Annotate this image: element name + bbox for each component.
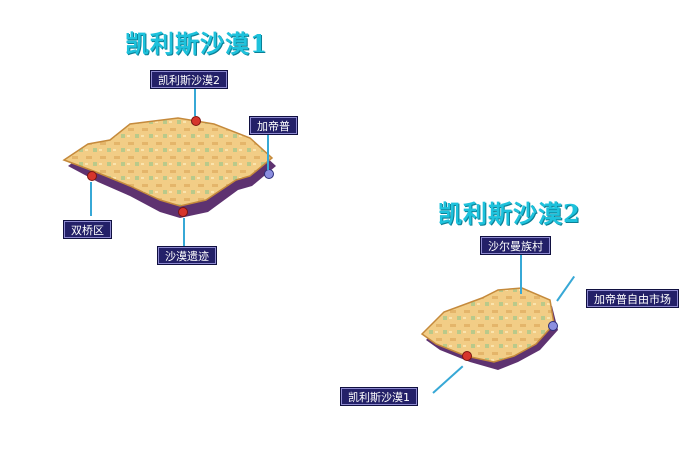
desert-1-portal-west[interactable] (87, 171, 97, 181)
desert-2-portal-southwest[interactable] (462, 351, 472, 361)
desert-1-portal-north[interactable] (191, 116, 201, 126)
exit-label-desert-ruins[interactable]: 沙漠遗迹 (158, 247, 216, 264)
exit-label-desert-2[interactable]: 凯利斯沙漠2 (151, 71, 227, 88)
connector-jiadipu (267, 134, 269, 170)
exit-label-desert-1[interactable]: 凯利斯沙漠1 (341, 388, 417, 405)
desert-1-portal-east[interactable] (264, 169, 274, 179)
exit-label-sharman-village[interactable]: 沙尔曼族村 (481, 237, 550, 254)
exit-label-jiadipu-free-market[interactable]: 加帝普自由市场 (587, 290, 678, 307)
connector-sharman-village (520, 254, 522, 294)
connector-ruins (183, 218, 185, 246)
exit-label-jiadipu[interactable]: 加帝普 (250, 117, 297, 134)
map-title-desert-2: 凯利斯沙漠2 (438, 199, 581, 228)
map-title-desert-1: 凯利斯沙漠1 (125, 29, 268, 58)
connector-twin-bridge (90, 182, 92, 216)
connector-desert-2 (194, 88, 196, 116)
desert-1-terrain (62, 117, 274, 207)
desert-2-portal-east[interactable] (548, 321, 558, 331)
exit-label-twin-bridge[interactable]: 双桥区 (64, 221, 111, 238)
desert-1-portal-south[interactable] (178, 207, 188, 217)
